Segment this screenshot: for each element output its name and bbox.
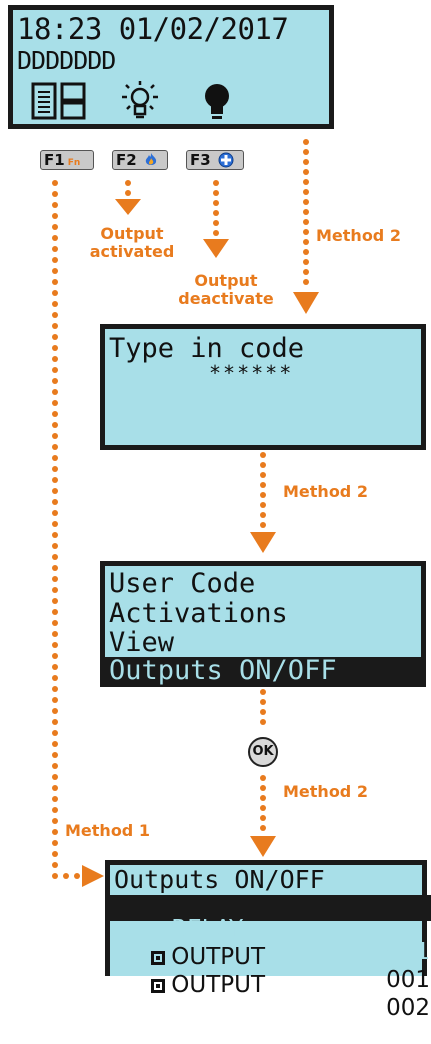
method2-arrow-1 <box>293 139 319 314</box>
menu-item-outputs-on-off[interactable]: Outputs ON/OFF <box>105 657 425 684</box>
ok-button[interactable]: OK <box>248 737 278 767</box>
output-row-number: 001 <box>386 939 430 965</box>
output-deactivate-label: Output deactivate <box>178 271 274 308</box>
f3-arrow <box>203 180 229 258</box>
menu-item-user-code[interactable]: User Code <box>109 568 256 599</box>
lamp-on-icon <box>122 81 158 119</box>
fn-label: Fn <box>67 158 81 168</box>
output-row-name: RELAY <box>171 916 244 942</box>
list-panel-icon <box>31 82 86 120</box>
method2-label-2: Method 2 <box>283 482 368 501</box>
status-line: DDDDDDD <box>17 46 116 75</box>
output-row-number: 002 <box>386 995 430 1021</box>
method2-arrow-3 <box>250 775 276 857</box>
output-activated-label: Output activated <box>89 224 175 261</box>
code-masked-input: ****** <box>209 361 294 385</box>
menu-item-activations[interactable]: Activations <box>109 598 288 629</box>
f2-label: F2 <box>116 151 137 169</box>
f3-label: F3 <box>190 151 211 169</box>
output-row-icon <box>151 923 166 937</box>
output-row[interactable]: RELAY 001 <box>110 895 431 964</box>
main-screen: 18:23 01/02/2017 DDDDDDD <box>8 5 334 129</box>
menu-to-ok-line <box>260 689 266 725</box>
lamp-off-icon <box>205 84 229 119</box>
datetime-line: 18:23 01/02/2017 <box>17 12 289 46</box>
output-row[interactable]: OUTPUT 002 <box>110 951 431 1020</box>
f2-arrow <box>115 180 141 215</box>
outputs-screen: Outputs ON/OFF RELAY 001 OUTPUT 001 OUTP… <box>105 860 431 1020</box>
flame-icon <box>145 153 157 165</box>
method1-dotted-line <box>52 180 104 887</box>
method2-label-3: Method 2 <box>283 782 368 801</box>
menu-item-view[interactable]: View <box>109 627 175 658</box>
method2-label-1: Method 2 <box>316 226 401 245</box>
code-entry-screen: Type in code ****** <box>100 324 426 450</box>
plus-circle-icon <box>218 152 234 168</box>
f3-key[interactable]: F3 <box>186 150 244 170</box>
output-row-name: OUTPUT <box>171 944 265 970</box>
method2-arrow-2 <box>250 452 276 553</box>
method1-label: Method 1 <box>65 821 150 840</box>
f1-label: F1 <box>44 151 65 169</box>
output-row-icon <box>151 951 166 965</box>
flow-connectors <box>52 139 319 887</box>
outputs-title: Outputs ON/OFF <box>114 865 325 894</box>
output-row-icon <box>151 979 166 993</box>
f2-key[interactable]: F2 <box>112 150 168 170</box>
menu-screen: User Code Activations View Outputs ON/OF… <box>100 561 426 687</box>
output-row[interactable]: OUTPUT 001 <box>110 923 431 992</box>
code-prompt: Type in code <box>109 333 305 364</box>
